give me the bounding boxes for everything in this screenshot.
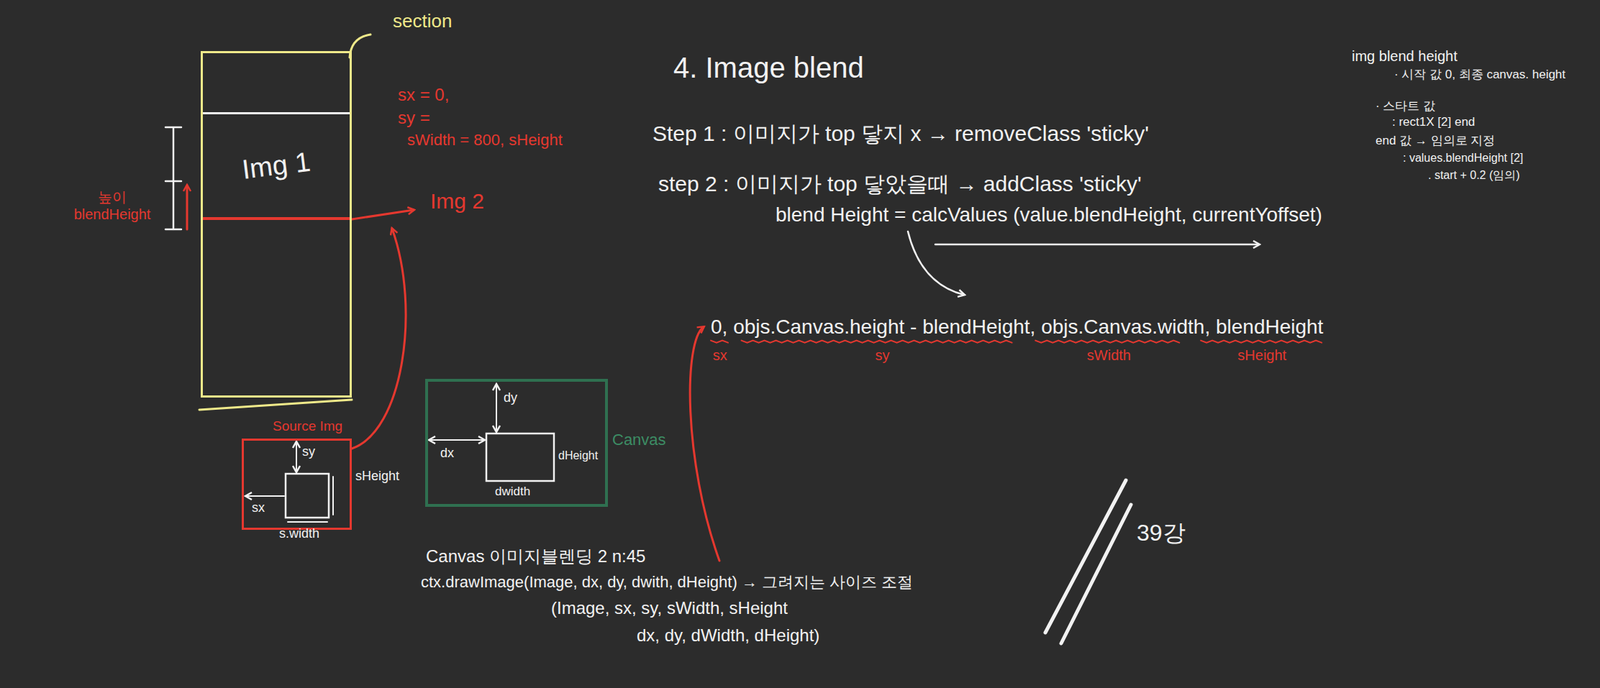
source-image-box: Source Img xyxy=(241,438,352,531)
annotation: sHeight xyxy=(1237,346,1287,365)
annotation: ctx.drawImage(Image, dx, dy, dwith, dHei… xyxy=(420,573,913,593)
annotation: (Image, sx, sy, sWidth, sHeight xyxy=(551,598,788,620)
annotation: . start + 0.2 (임의) xyxy=(1428,168,1521,183)
annotation: Img 2 xyxy=(430,188,485,215)
canvas-draw-rect xyxy=(486,433,554,482)
node-label: section xyxy=(392,10,452,33)
annotation: Step 1 : 이미지가 top 닿지 x → removeClass 'st… xyxy=(652,120,1149,147)
source-arrow xyxy=(351,228,406,449)
blend-arrow xyxy=(935,243,1259,247)
annotation: : rect1X [2] end xyxy=(1392,115,1475,130)
wavy-underline xyxy=(1200,341,1322,344)
node-label: Source Img xyxy=(272,418,343,436)
annotation: sx xyxy=(251,500,265,517)
annotation: dx, dy, dWidth, dHeight) xyxy=(636,625,820,647)
annotation: sy = xyxy=(397,107,431,129)
annotation: · 스타트 값 xyxy=(1375,99,1436,114)
wavy-underline xyxy=(710,341,729,344)
annotation: sy xyxy=(874,346,890,365)
annotation: s.width xyxy=(279,526,320,543)
annotation: sx = 0, xyxy=(397,84,449,106)
source-crop-rect xyxy=(285,474,329,518)
annotation: end 값 → 임의로 지정 xyxy=(1375,133,1495,149)
annotation: : values.blendHeight [2] xyxy=(1402,151,1524,165)
sx-arrow xyxy=(246,495,285,498)
node-label: Img 1 xyxy=(240,145,313,187)
annotation: dwidth xyxy=(494,484,531,500)
img2-arrow xyxy=(351,210,414,220)
height-bracket xyxy=(165,127,182,230)
annotation: sx xyxy=(712,346,728,365)
swidth-bracket xyxy=(287,521,328,524)
wavy-underline xyxy=(741,341,1013,344)
wavy-underline xyxy=(1035,341,1180,344)
annotation: dy xyxy=(503,390,518,407)
dx-arrow xyxy=(429,439,485,442)
slash-strokes xyxy=(1045,480,1131,644)
annotation: sWidth = 800, sHeight xyxy=(407,130,563,150)
dy-arrow xyxy=(495,384,498,432)
image-box: Img 1 xyxy=(202,112,350,221)
annotation: blend Height = calcValues (value.blendHe… xyxy=(775,202,1323,228)
section-curve xyxy=(349,34,371,58)
section-base-line xyxy=(199,400,352,411)
annotation: sWidth xyxy=(1087,346,1131,365)
annotation: 높이 blendHeight xyxy=(63,188,162,224)
annotation: step 2 : 이미지가 top 닿았을때 → addClass 'stick… xyxy=(658,171,1142,198)
annotation: · 시작 값 0, 최종 canvas. height xyxy=(1375,67,1585,83)
annotation: sy xyxy=(302,444,316,461)
annotation: sHeight xyxy=(355,469,400,485)
annotation: dHeight xyxy=(558,448,598,463)
annotation: 0, objs.Canvas.height - blendHeight, obj… xyxy=(710,315,1324,340)
blend-curve-arrow xyxy=(907,231,965,295)
section-box: sectionImg 1 xyxy=(200,51,352,398)
heading: 4. Image blend xyxy=(673,50,865,85)
sy-arrow xyxy=(295,442,298,472)
height-arrow xyxy=(186,185,189,230)
annotation: 39강 xyxy=(1136,519,1186,547)
node-label: Canvas xyxy=(612,430,667,450)
annotation: Canvas 이미지블렌딩 2 n:45 xyxy=(425,546,646,568)
annotation: dx xyxy=(440,446,454,462)
sheight-bracket xyxy=(332,476,334,516)
annotation: img blend height xyxy=(1351,47,1458,65)
